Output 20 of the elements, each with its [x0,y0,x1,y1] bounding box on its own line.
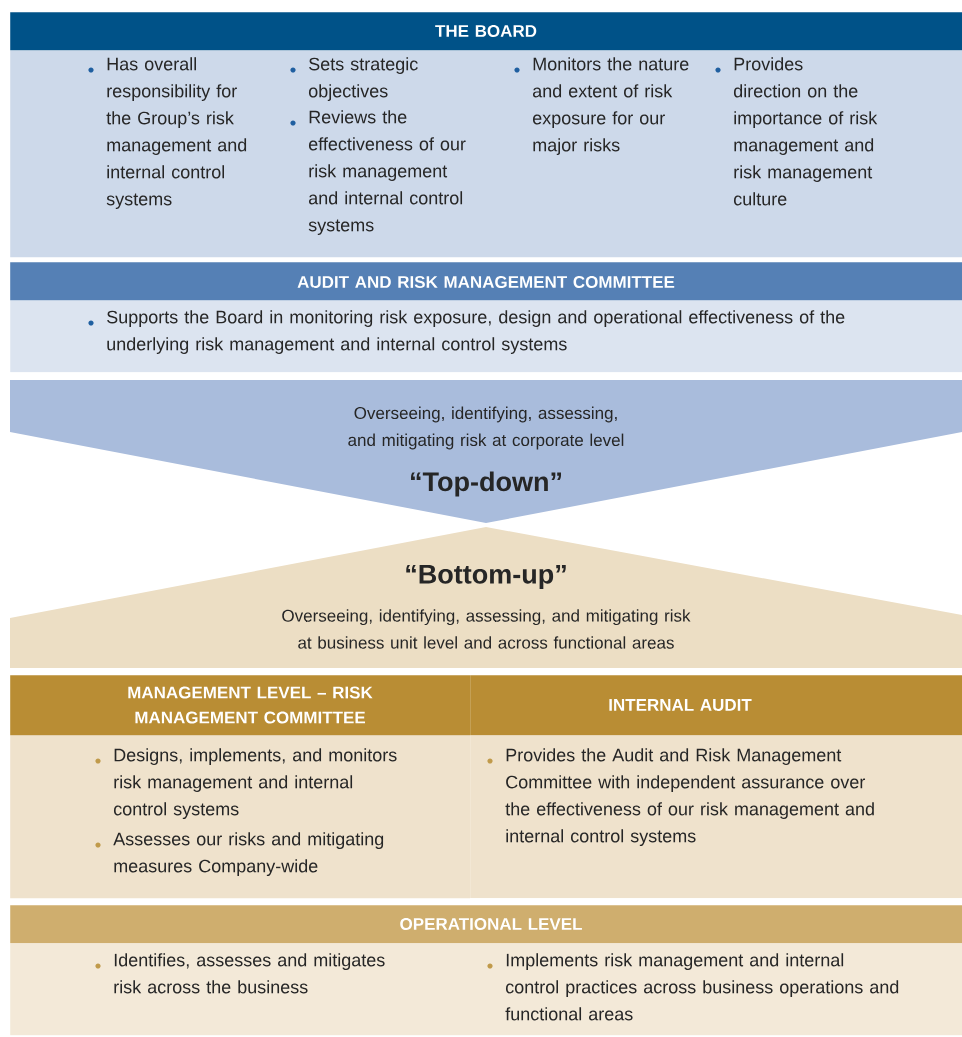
section-header: INTERNAL AUDIT [470,675,962,736]
bullet-item: Implements risk management and internal control practices across business operations and functional areas [487,953,899,1021]
bullet-item: Assesses our risks and mitigating measures Company-wide [95,832,384,876]
bullet-item: Provides the Audit and Risk Management Committee with independent assurance over the effectiveness of our risk management and internal control systems [487,748,874,846]
bullet-item: Has overall responsibility for the Group’s risk management and internal control systems [88,57,247,209]
description-text: Overseeing, identifying, assessing, and mitigating risk at business unit level and across functional areas [282,609,691,649]
description-text: Overseeing, identifying, assessing, and mitigating risk at corporate level [348,406,624,450]
bullet-item: Reviews the effectiveness of our risk management and internal control systems [290,110,466,235]
section-header: OPERATIONAL LEVEL [10,905,962,944]
heading-text: “Top-down” [411,471,561,497]
section-header: AUDIT AND RISK MANAGEMENT COMMITTEE [10,262,962,301]
bullet-item: Monitors the nature and extent of risk exposure for our major risks [514,57,689,155]
bullet-item: Supports the Board in monitoring risk exposure, design and operational effectiveness of the underlying risk management and internal control systems [88,310,845,354]
heading-text: “Bottom-up” [406,564,566,590]
bullet-item: Provides direction on the importance of risk management and risk management culture [715,57,878,206]
bullet-item: Sets strategic objectives [290,57,418,101]
bullet-item: Designs, implements, and monitors risk management and internal control systems [95,748,397,819]
bullet-item: Identifies, assesses and mitigates risk across the business [95,953,385,994]
section-header: THE BOARD [10,12,962,51]
section-header: MANAGEMENT LEVEL – RISK MANAGEMENT COMMITTEE [10,675,471,736]
